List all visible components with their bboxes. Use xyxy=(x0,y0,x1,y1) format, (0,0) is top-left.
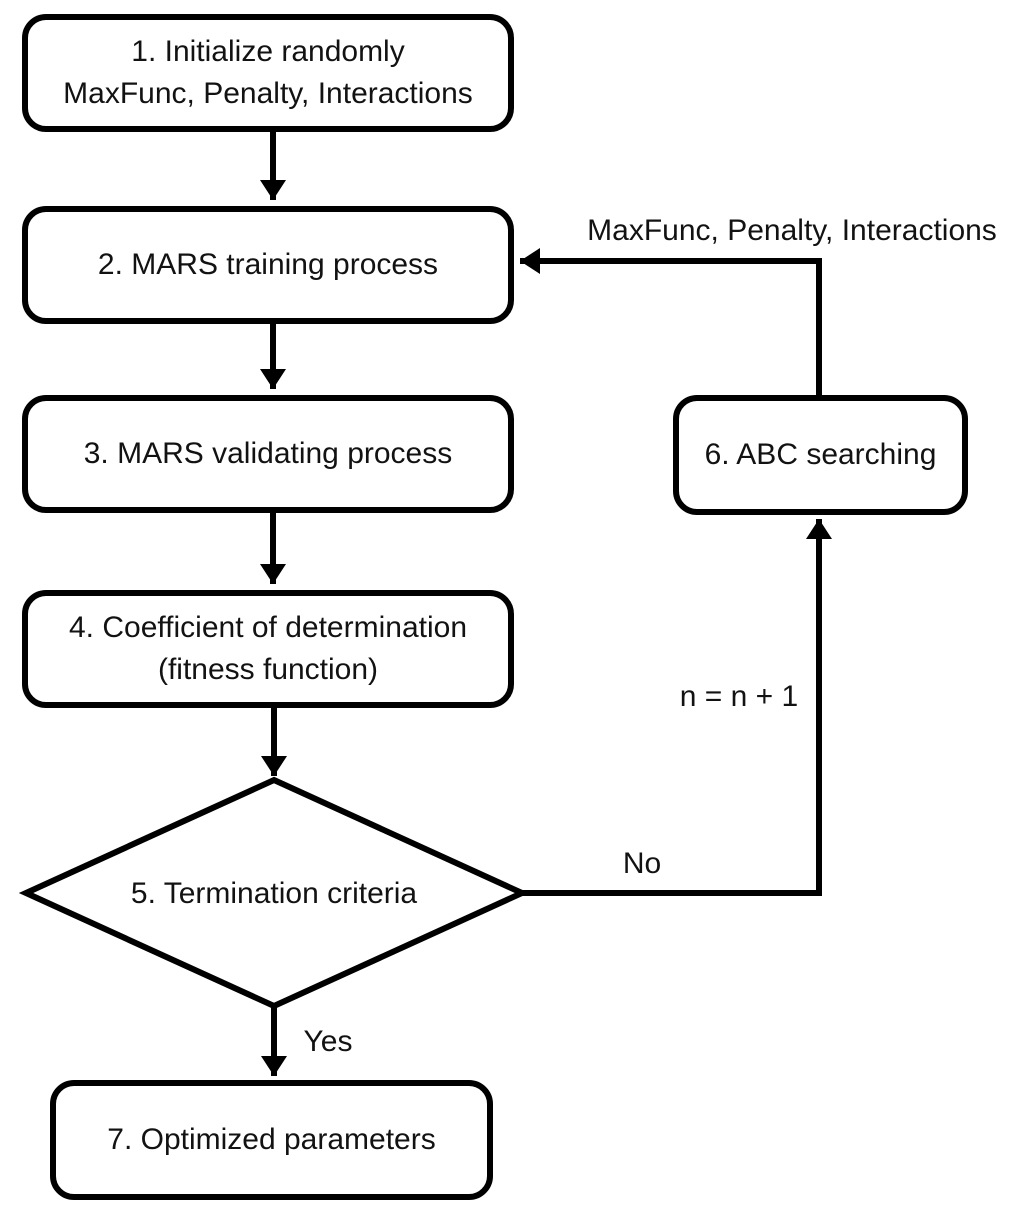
node-termination-criteria-label: 5. Termination criteria xyxy=(130,877,418,910)
node-fitness-function-label-line2: (fitness function) xyxy=(157,653,379,686)
edge-label-yes: Yes xyxy=(303,1025,353,1058)
edge-label-feedback-params: MaxFunc, Penalty, Interactions xyxy=(587,214,997,247)
node-optimized-parameters-label: 7. Optimized parameters xyxy=(107,1123,436,1156)
edge-label-increment: n = n + 1 xyxy=(679,680,799,713)
node-abc-searching-label: 6. ABC searching xyxy=(704,438,937,471)
node-optimized-parameters: 7. Optimized parameters xyxy=(50,1080,493,1200)
node-fitness-function-label-line1: 4. Coefficient of determination xyxy=(68,611,467,644)
node-mars-validating: 3. MARS validating process xyxy=(22,395,514,513)
node-mars-training-label: 2. MARS training process xyxy=(97,248,439,281)
node-fitness-function: 4. Coefficient of determination (fitness… xyxy=(22,590,514,708)
node-abc-searching: 6. ABC searching xyxy=(673,395,968,515)
decision-diamond-shape xyxy=(18,776,530,1010)
node-mars-validating-label: 3. MARS validating process xyxy=(83,437,453,470)
node-initialize-label-line1: 1. Initialize randomly xyxy=(131,35,405,68)
arrow-step6-step2-feedback xyxy=(520,248,822,397)
arrow-step5-step6-no xyxy=(520,519,832,896)
node-mars-training: 2. MARS training process xyxy=(22,206,514,324)
edge-label-no: No xyxy=(622,847,662,880)
node-initialize-label-line2: MaxFunc, Penalty, Interactions xyxy=(63,77,473,110)
node-initialize: 1. Initialize randomly MaxFunc, Penalty,… xyxy=(22,14,514,132)
